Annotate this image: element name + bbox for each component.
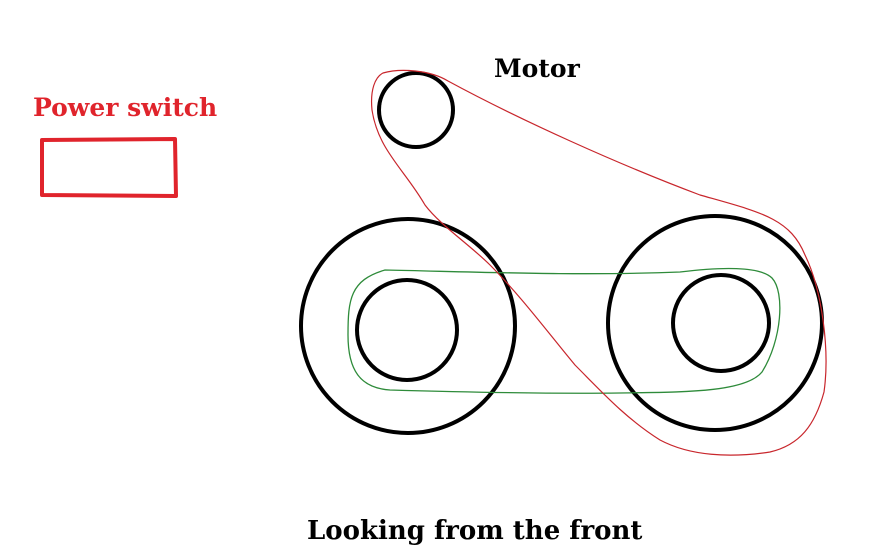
motor-belt <box>370 69 827 456</box>
diagram-caption: Looking from the front <box>307 516 642 546</box>
right-wheel-hub <box>671 273 771 373</box>
left-wheel-outer <box>299 217 517 435</box>
motor-pulley <box>377 71 455 149</box>
power-switch-box <box>40 137 178 198</box>
motor-label: Motor <box>494 54 581 83</box>
power-switch-label: Power switch <box>33 93 217 122</box>
left-wheel-hub <box>355 278 459 382</box>
drive-belt <box>347 267 781 394</box>
right-wheel-outer <box>606 214 824 432</box>
